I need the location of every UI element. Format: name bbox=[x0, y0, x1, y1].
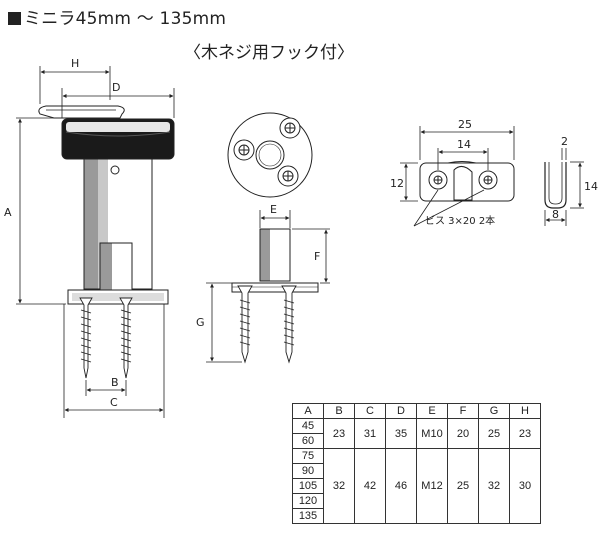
value-cell: 20 bbox=[447, 418, 479, 449]
value-cell: 42 bbox=[354, 448, 386, 524]
title-text: ミニラ45mm ～ 135mm bbox=[24, 9, 227, 29]
label-u-top: 2 bbox=[561, 135, 568, 148]
table-row: 75 32 42 46 M12 25 32 30 bbox=[292, 448, 541, 524]
header-cell: H bbox=[509, 403, 541, 419]
header-cell: F bbox=[447, 403, 479, 419]
value-cell: 30 bbox=[509, 448, 541, 524]
value-cell: 25 bbox=[478, 418, 510, 449]
a-cell: 90 bbox=[292, 463, 324, 479]
table-row: 60 bbox=[292, 433, 541, 449]
a-cell: 60 bbox=[292, 433, 324, 449]
hook-plate bbox=[419, 161, 515, 202]
a-cell: 45 bbox=[292, 418, 324, 434]
base-plate-side-view bbox=[231, 228, 319, 364]
mid-screw-1 bbox=[237, 285, 253, 364]
page-title: ミニラ45mm ～ 135mm bbox=[8, 4, 226, 29]
label-u-width: 8 bbox=[552, 208, 559, 221]
header-cell: G bbox=[478, 403, 510, 419]
header-cell: B bbox=[323, 403, 355, 419]
left-dimensions bbox=[16, 66, 175, 418]
table-row: 90 bbox=[292, 463, 541, 479]
screw-hole-2 bbox=[233, 139, 255, 161]
header-cell: E bbox=[416, 403, 448, 419]
header-cell: A bbox=[292, 403, 324, 419]
page-subtitle: 〈木ネジ用フック付〉 bbox=[184, 43, 354, 63]
header-cell: C bbox=[354, 403, 386, 419]
hook-hole-1 bbox=[428, 170, 448, 190]
mid-screw-2 bbox=[281, 285, 297, 364]
screw-hole-1 bbox=[279, 117, 301, 139]
left-screw-1 bbox=[79, 297, 93, 379]
label-e: E bbox=[270, 203, 277, 216]
a-cell: 105 bbox=[292, 478, 324, 494]
label-a: A bbox=[4, 206, 12, 219]
label-g: G bbox=[196, 316, 205, 329]
label-hook-pitch: 14 bbox=[457, 138, 471, 151]
dimension-table: A B C D E F G H 45 23 31 35 M10 20 25 23… bbox=[292, 403, 541, 524]
value-cell: 32 bbox=[323, 448, 355, 524]
label-hook-height: 12 bbox=[390, 177, 404, 190]
value-cell: 32 bbox=[478, 448, 510, 524]
a-cell: 120 bbox=[292, 493, 324, 509]
left-screw-2 bbox=[119, 297, 133, 379]
label-h: H bbox=[71, 57, 79, 70]
label-c: C bbox=[110, 396, 118, 409]
table-header-row: A B C D E F G H bbox=[292, 403, 541, 419]
header-cell: D bbox=[385, 403, 417, 419]
value-cell: 25 bbox=[447, 448, 479, 524]
table-row: 135 bbox=[292, 508, 541, 524]
hook-dimensions bbox=[400, 126, 515, 227]
value-cell: M12 bbox=[416, 448, 448, 524]
value-cell: 23 bbox=[509, 418, 541, 449]
label-b: B bbox=[111, 376, 119, 389]
u-hook bbox=[544, 162, 567, 209]
hook-hole-2 bbox=[478, 170, 498, 190]
middle-dimensions bbox=[206, 210, 330, 363]
value-cell: 23 bbox=[323, 418, 355, 449]
value-cell: M10 bbox=[416, 418, 448, 449]
value-cell: 35 bbox=[385, 418, 417, 449]
label-f: F bbox=[314, 250, 320, 263]
base-plate-top-view bbox=[227, 112, 313, 198]
value-cell: 46 bbox=[385, 448, 417, 524]
label-screw-note: ビス 3×20 2本 bbox=[425, 214, 495, 227]
label-hook-width: 25 bbox=[458, 118, 472, 131]
label-u-height: 14 bbox=[584, 180, 598, 193]
stopper-side-view bbox=[38, 105, 175, 379]
a-cell: 135 bbox=[292, 508, 324, 524]
title-square-icon bbox=[8, 12, 21, 25]
a-cell: 75 bbox=[292, 448, 324, 464]
table-row: 45 23 31 35 M10 20 25 23 bbox=[292, 418, 541, 449]
screw-hole-3 bbox=[277, 165, 299, 187]
label-d: D bbox=[112, 81, 120, 94]
u-hook-dimensions bbox=[544, 148, 584, 226]
value-cell: 31 bbox=[354, 418, 386, 449]
